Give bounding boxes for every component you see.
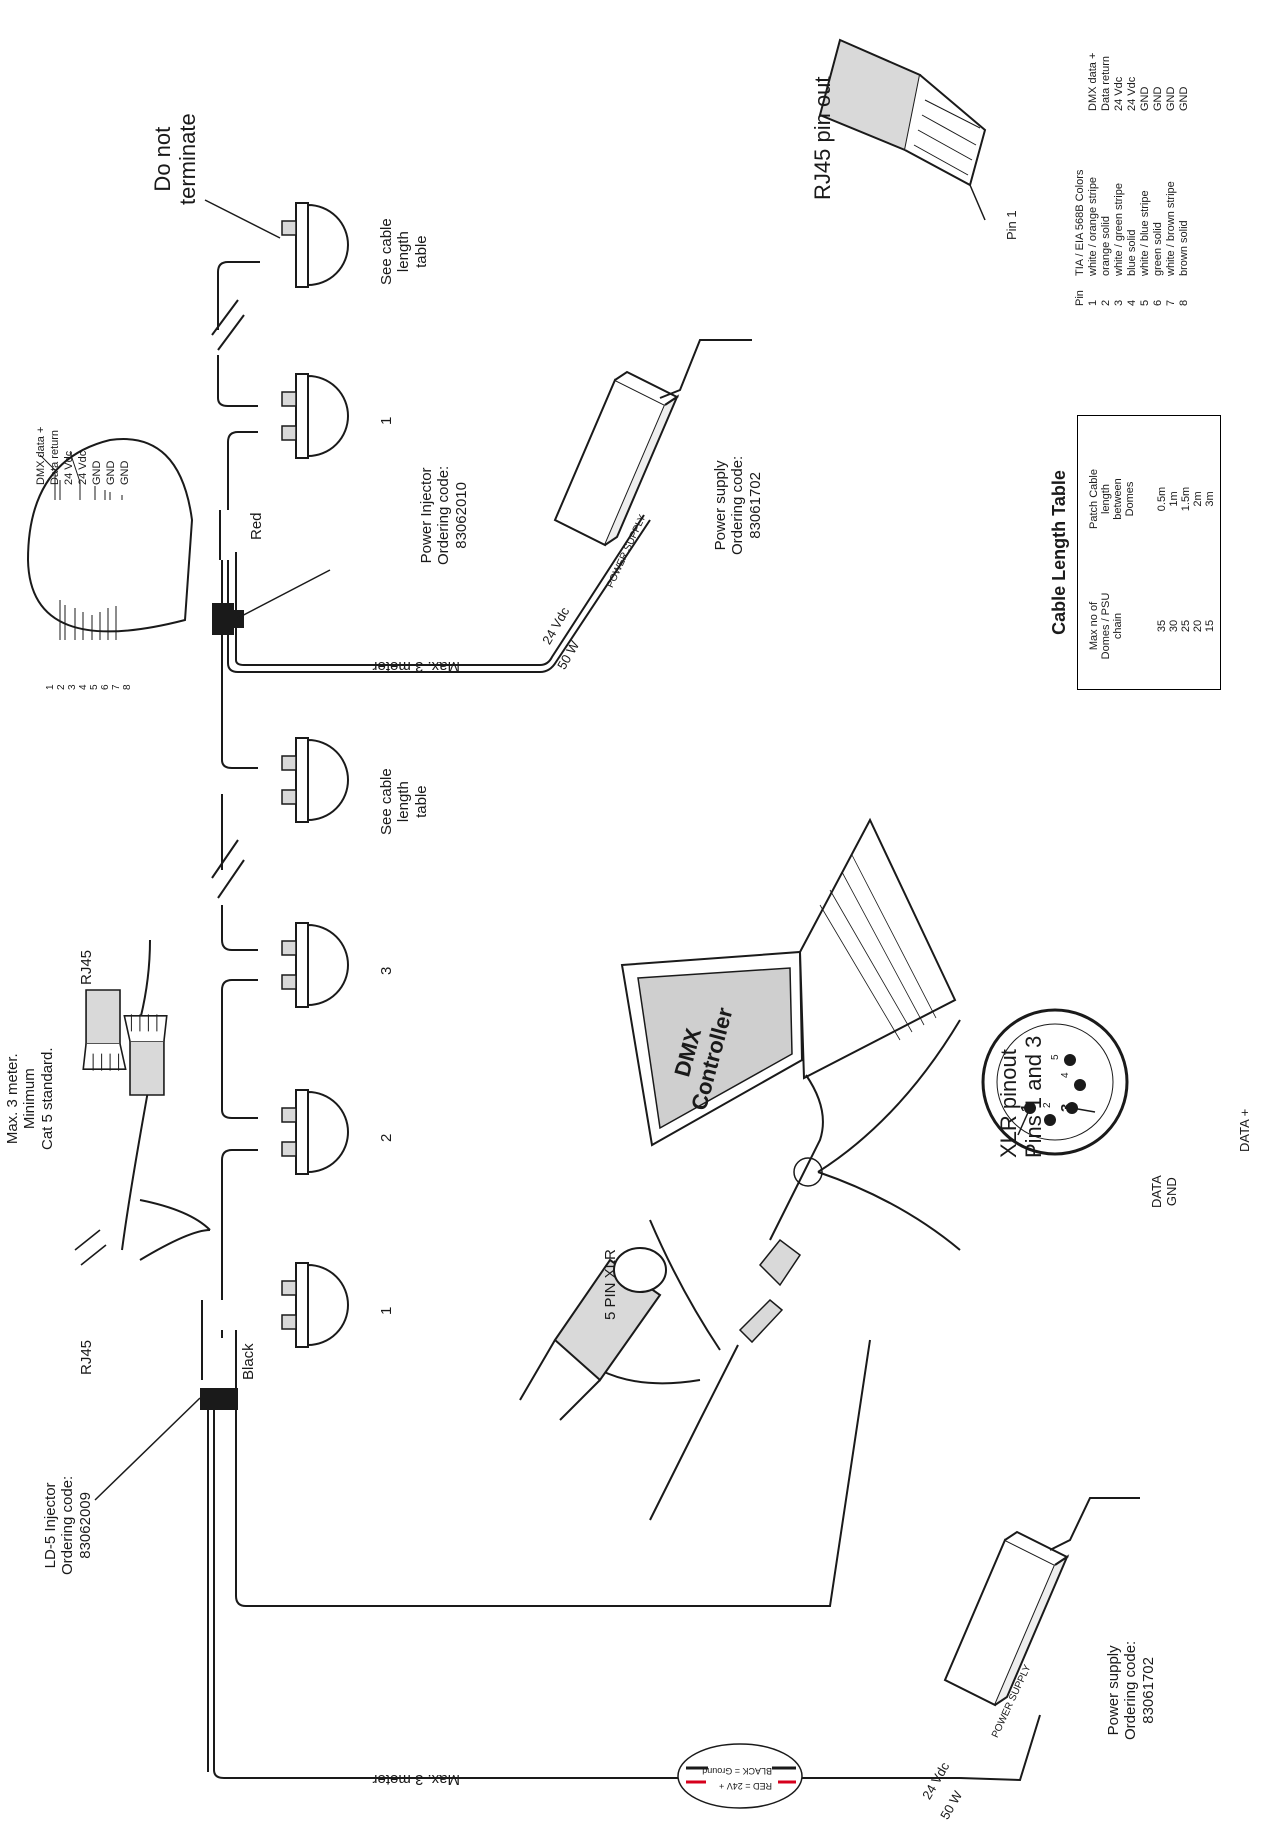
xlr-pin-1: 1 bbox=[1018, 1103, 1035, 1112]
xlr-pin-4: 4 bbox=[1060, 1072, 1071, 1078]
black-ground-text: BLACK = Ground bbox=[702, 1766, 772, 1776]
xlr-pin-5: 5 bbox=[1050, 1054, 1061, 1060]
red-24v-text: RED = 24V + bbox=[718, 1781, 772, 1791]
five-pin-xlr-plug bbox=[519, 1247, 667, 1421]
dome-3 bbox=[281, 922, 349, 1008]
wire-color-ellipse bbox=[677, 1743, 803, 1809]
dome-label-1: 1 bbox=[378, 1306, 395, 1315]
xlr-pin-3: 3 bbox=[1058, 1103, 1075, 1112]
ld5-injector bbox=[200, 1388, 238, 1410]
dome-label-2: 2 bbox=[378, 1133, 395, 1142]
dome-2 bbox=[281, 1089, 349, 1175]
rj45-label-top: RJ45 bbox=[78, 949, 95, 985]
xlr-pinout-face bbox=[981, 1008, 1129, 1156]
xlr-pin-2: 2 bbox=[1042, 1102, 1053, 1108]
dome-label-3: 3 bbox=[378, 966, 395, 975]
power-injector bbox=[212, 603, 244, 635]
cable-length-table-title: Cable Length Table bbox=[1049, 470, 1069, 635]
dome-label-top-1: 1 bbox=[378, 416, 395, 425]
rj45-pin-out-title: RJ45 pin out bbox=[810, 76, 835, 200]
max-3-meter-bottom: Max. 3 meter bbox=[372, 1771, 460, 1788]
psu-top bbox=[554, 371, 678, 546]
dome-1 bbox=[281, 1262, 349, 1348]
psu-bottom bbox=[944, 1531, 1068, 1706]
dome-top-1 bbox=[281, 373, 349, 459]
rj45-label-bottom: RJ45 bbox=[78, 1339, 95, 1375]
max-3-meter-top: Max. 3 meter bbox=[372, 658, 460, 675]
rj45-pinout-plug bbox=[818, 38, 987, 221]
rj45-patch-cable bbox=[44, 939, 211, 1266]
five-pin-xlr-label: 5 PIN XLR bbox=[602, 1249, 619, 1320]
cable-to-end-dome bbox=[217, 261, 260, 330]
dome-end bbox=[281, 202, 349, 288]
laptop bbox=[620, 817, 957, 1147]
red-wire-label: Red bbox=[248, 512, 265, 540]
dome-see-table bbox=[281, 737, 349, 823]
black-wire-label: Black bbox=[240, 1343, 257, 1380]
pin-callout-bubble bbox=[26, 438, 194, 640]
xlr-male-connector bbox=[738, 1238, 802, 1344]
xlr-data-plus-label: DATA + bbox=[1237, 1108, 1252, 1152]
pin1-label: Pin 1 bbox=[1004, 210, 1019, 240]
